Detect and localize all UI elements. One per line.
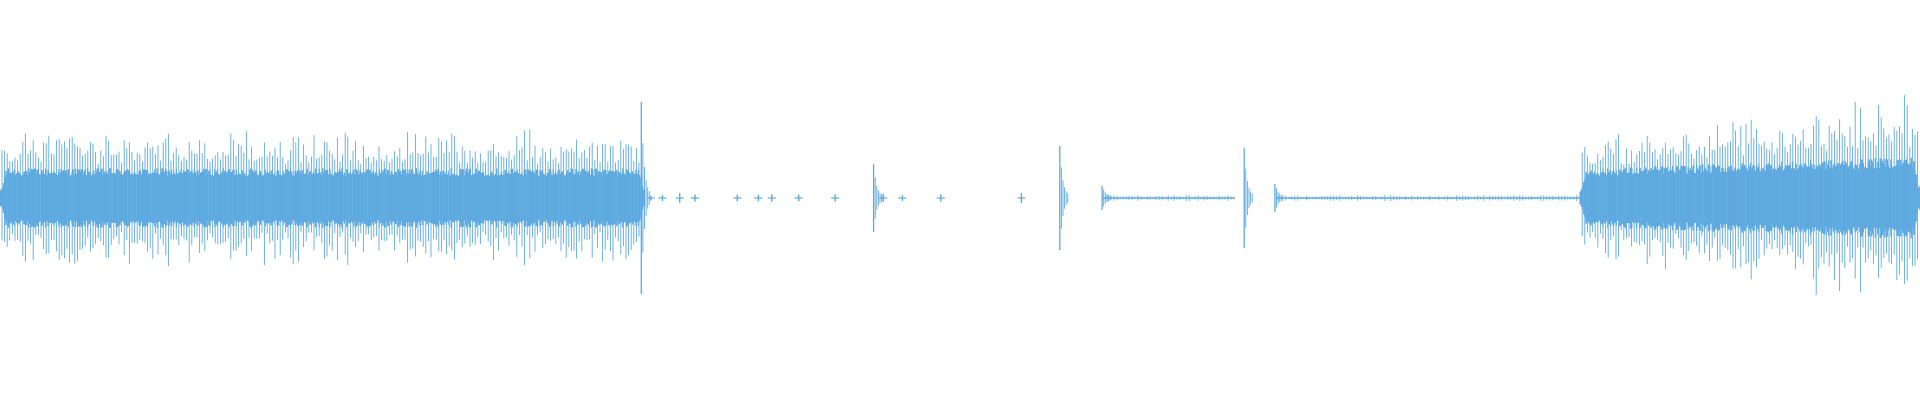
waveform-dense-regions bbox=[0, 95, 1920, 295]
waveform-small-ticks bbox=[646, 193, 1026, 203]
waveform-silence-line bbox=[1101, 195, 1581, 201]
waveform-transient-spikes bbox=[640, 102, 1284, 294]
